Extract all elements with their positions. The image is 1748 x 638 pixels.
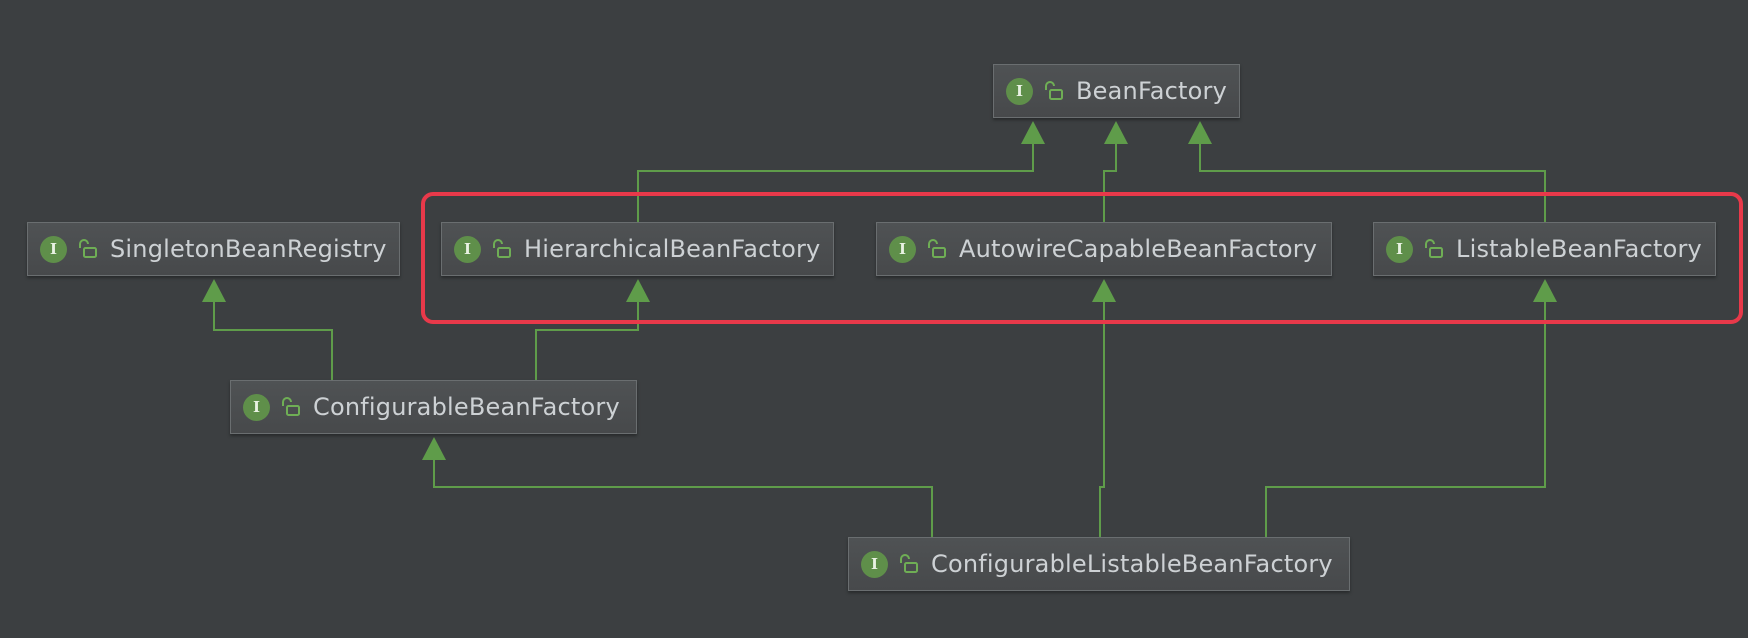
lock-open-icon (493, 239, 511, 258)
node-autowire-capable-bean-factory[interactable]: I AutowireCapableBeanFactory (876, 222, 1332, 276)
interface-icon: I (1386, 235, 1413, 263)
edge-hierarchical-to-beanfactory (637, 142, 1034, 222)
arrowhead (422, 437, 446, 460)
node-label: ConfigurableListableBeanFactory (931, 550, 1333, 578)
edge-autowire-to-beanfactory (1103, 142, 1117, 222)
interface-icon: I (1006, 77, 1033, 105)
interface-icon: I (889, 235, 916, 263)
arrowhead (1188, 121, 1212, 144)
node-label: ConfigurableBeanFactory (313, 393, 620, 421)
arrowhead (1021, 121, 1045, 144)
node-singleton-bean-registry[interactable]: I SingletonBeanRegistry (27, 222, 400, 276)
node-label: SingletonBeanRegistry (110, 235, 387, 263)
node-configurable-bean-factory[interactable]: I ConfigurableBeanFactory (230, 380, 637, 434)
arrowhead (1533, 279, 1557, 302)
lock-open-icon (1425, 239, 1443, 258)
node-configurable-listable-bean-factory[interactable]: I ConfigurableListableBeanFactory (848, 537, 1350, 591)
node-label: BeanFactory (1076, 77, 1228, 105)
edge-configlistable-to-listable (1265, 300, 1546, 537)
edge-configurable-to-hierarchical (535, 300, 639, 380)
lock-open-icon (79, 239, 97, 258)
lock-open-icon (1045, 81, 1063, 100)
lock-open-icon (928, 239, 946, 258)
interface-icon: I (861, 550, 888, 578)
interface-icon: I (454, 235, 481, 263)
arrowhead (202, 279, 226, 302)
interface-icon: I (40, 235, 67, 263)
node-bean-factory[interactable]: I BeanFactory (993, 64, 1240, 118)
lock-open-icon (282, 397, 300, 416)
edge-configurable-to-singleton (213, 300, 333, 380)
node-label: HierarchicalBeanFactory (524, 235, 821, 263)
arrowhead (626, 279, 650, 302)
arrowhead (1092, 279, 1116, 302)
node-listable-bean-factory[interactable]: I ListableBeanFactory (1373, 222, 1716, 276)
edge-configlistable-to-autowire (1099, 300, 1105, 537)
edge-listable-to-beanfactory (1199, 142, 1546, 222)
node-label: ListableBeanFactory (1456, 235, 1702, 263)
lock-open-icon (900, 554, 918, 573)
node-label: AutowireCapableBeanFactory (959, 235, 1318, 263)
edge-configlistable-to-configurable (433, 458, 933, 537)
highlight-box (421, 192, 1743, 324)
node-hierarchical-bean-factory[interactable]: I HierarchicalBeanFactory (441, 222, 834, 276)
arrowhead (1104, 121, 1128, 144)
interface-icon: I (243, 393, 270, 421)
